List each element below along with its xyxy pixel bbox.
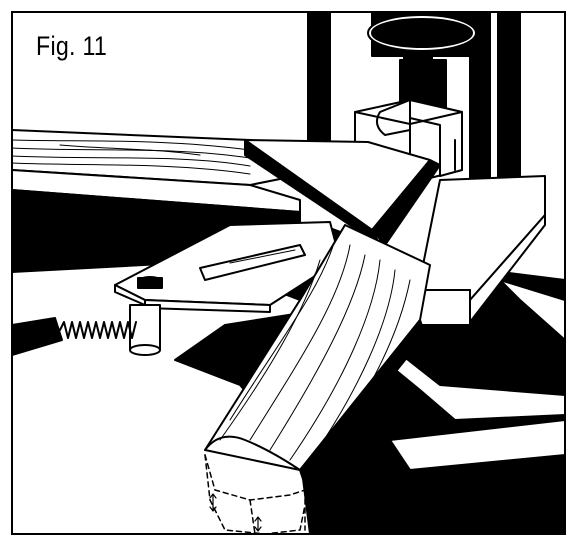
label-background: [30, 26, 122, 66]
dimension-arrows: [209, 493, 262, 532]
triangle-fence: [244, 139, 441, 246]
profile-dashed: [204, 454, 306, 534]
base-plate-outline: [499, 279, 565, 341]
moulding-piece: [204, 224, 431, 486]
motor-housing: [367, 12, 477, 109]
top-wood-strip: [12, 129, 301, 223]
right-platform: [419, 175, 546, 326]
figure-label: Fig. 11: [36, 31, 108, 61]
spring-handle: [12, 317, 137, 356]
frame-border: [11, 11, 566, 535]
